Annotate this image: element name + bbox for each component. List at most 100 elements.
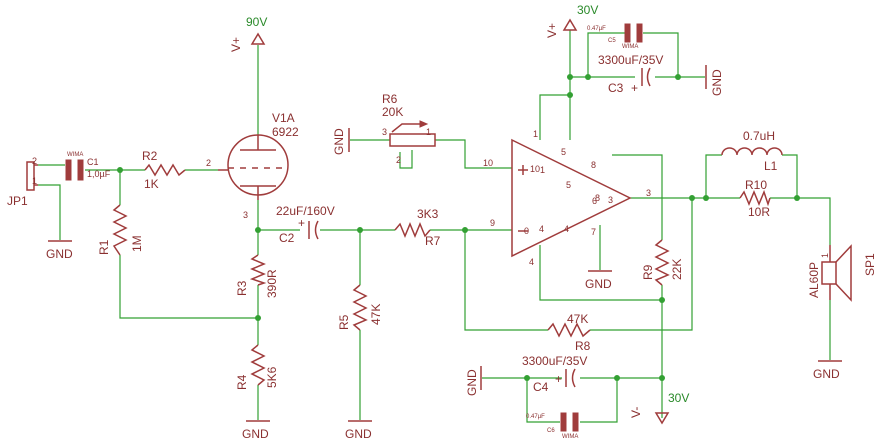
ground-icon: GND — [345, 420, 372, 441]
r4-name: R4 — [235, 374, 249, 390]
ground-icon: GND — [813, 360, 842, 381]
ground-icon: GND — [46, 240, 73, 261]
sp1-value: AL60P — [807, 262, 821, 298]
jp1-pin2: 2 — [32, 156, 37, 166]
c2-capacitor: + 22uF/160V C2 — [276, 204, 335, 245]
ground-icon: GND — [332, 128, 350, 155]
sp1-speaker: AL60P SP1 1 — [807, 244, 877, 302]
opamp-pin3: 3 — [608, 195, 613, 205]
r8-resistor: 47K R8 — [547, 312, 591, 353]
connector-icon — [26, 161, 35, 191]
sp1-name: SP1 — [863, 253, 877, 276]
vminus-label: V- — [629, 407, 643, 418]
c6-capacitor: 0.47µF C6 WIMA — [526, 412, 579, 440]
r7-resistor: 3K3 R7 — [394, 207, 441, 248]
r2-resistor: R2 1K — [142, 149, 186, 191]
ground-icon: GND — [585, 270, 612, 291]
gnd-label: GND — [332, 128, 346, 155]
r6-name: R6 — [382, 92, 398, 106]
v1a-value: 6922 — [272, 125, 299, 139]
sp1-pin1: 1 — [820, 253, 830, 258]
inductor-icon — [721, 147, 783, 156]
c5-capacitor: 0.47µF C5 WIMA — [587, 23, 643, 50]
junction-dot — [659, 375, 665, 381]
c3-capacitor: + 3300uF/35V C3 — [598, 53, 663, 95]
r9-resistor: R9 22K — [641, 239, 684, 286]
gnd-label: GND — [345, 427, 372, 441]
c4-capacitor: + 3300uF/35V C4 — [522, 354, 587, 394]
r3-name: R3 — [235, 280, 249, 296]
r2-name: R2 — [142, 149, 158, 163]
wires — [38, 30, 831, 423]
capacitor-icon — [560, 412, 567, 432]
c6-name: C6 — [547, 428, 555, 434]
gnd-label: GND — [465, 369, 479, 396]
c2-name: C2 — [279, 231, 295, 245]
l1-inductor: 0.7uH L1 — [721, 129, 783, 173]
r5-name: R5 — [337, 314, 351, 330]
r1-value: 1M — [130, 235, 144, 252]
jp1-pin1: 1 — [32, 176, 37, 186]
gnd-symbols: GND GND GND GND GND GND GND GND — [46, 65, 842, 441]
c3-polarity: + — [631, 81, 638, 95]
junction-dot — [255, 227, 261, 233]
opamp-pin6: 6 — [592, 196, 597, 206]
resistor-icon — [249, 254, 267, 286]
c2-polarity: + — [298, 216, 305, 230]
r5-value: 47K — [369, 304, 383, 325]
r6-pin1: 1 — [426, 127, 431, 137]
supply-30v-minus: 30V V- — [629, 391, 689, 425]
opamp-pin8b: 8 — [595, 193, 600, 203]
r6-pin3: 3 — [382, 127, 387, 137]
r1-name: R1 — [97, 239, 111, 255]
c3-value: 3300uF/35V — [598, 53, 663, 67]
vplus-arrow-icon — [562, 18, 578, 31]
vplus-arrow-icon — [250, 32, 266, 45]
jp1-name: JP1 — [7, 194, 28, 208]
r1-resistor: R1 1M — [97, 204, 144, 256]
c3-name: C3 — [608, 81, 624, 95]
r2-value: 1K — [144, 177, 159, 191]
opamp-pin4-in: 4 — [539, 224, 544, 234]
c1-capacitor: WIMA C1 1,0µF — [65, 152, 111, 181]
c1-mark: WIMA — [67, 152, 83, 158]
gnd-label: GND — [710, 69, 724, 96]
c6-value: 0.47µF — [526, 414, 545, 420]
opamp-pin1-in: 1 — [540, 165, 545, 175]
opamp-inv-pin: 0 — [524, 226, 529, 236]
r4-resistor: R4 5K6 — [235, 344, 279, 390]
c4-value: 3300uF/35V — [522, 354, 587, 368]
junction-dot — [117, 167, 123, 173]
c2-value: 22uF/160V — [276, 204, 335, 218]
r10-name: R10 — [745, 178, 767, 192]
opamp-pin4: 4 — [564, 224, 569, 234]
r8-name: R8 — [575, 339, 591, 353]
ground-icon: GND — [242, 420, 270, 441]
ground-icon: GND — [705, 65, 724, 96]
junction-dot — [567, 74, 573, 80]
c4-name: C4 — [533, 380, 549, 394]
junction-dot — [255, 315, 261, 321]
ground-icon: GND — [465, 366, 482, 396]
resistor-icon — [394, 222, 431, 238]
gnd-label: GND — [585, 277, 612, 291]
resistor-icon — [144, 163, 186, 177]
r4-value: 5K6 — [265, 366, 279, 388]
capacitor-icon — [624, 23, 631, 43]
junction-dot — [794, 195, 800, 201]
opamp-net-10: 10 — [483, 158, 493, 168]
supply-30v-plus-label: 30V — [577, 3, 598, 17]
c1-name: C1 — [87, 157, 99, 167]
c5-mark: WIMA — [622, 44, 638, 50]
opamp-pin5: 5 — [566, 180, 571, 190]
r3-value: 390R — [265, 269, 279, 298]
opamp-pin7: 7 — [591, 227, 596, 237]
junctions — [117, 74, 800, 381]
gnd-label: GND — [242, 427, 269, 441]
r6-value: 20K — [382, 105, 403, 119]
r10-resistor: R10 10R — [739, 178, 771, 219]
c4-polarity: + — [555, 372, 562, 386]
opamp-net-3: 3 — [646, 188, 651, 198]
vplus-label: V+ — [545, 23, 559, 38]
